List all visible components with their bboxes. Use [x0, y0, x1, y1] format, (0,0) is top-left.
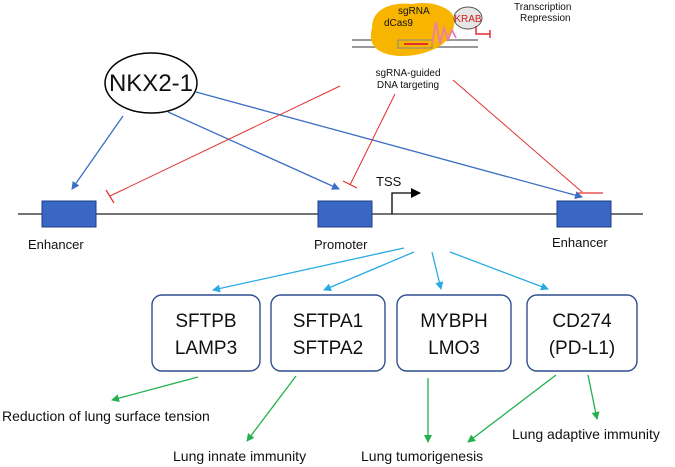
arrow-to-gene-1: [212, 247, 405, 293]
outcome-2: Lung innate immunity: [173, 448, 306, 464]
arrow-regulator-to-promoter: [167, 111, 340, 190]
repress-promoter: [349, 93, 396, 186]
krab-label: KRAB: [454, 14, 482, 25]
outcome-arrows: [111, 374, 600, 443]
regulation-arrows: [212, 247, 549, 293]
gene-box-1: SFTPB LAMP3: [151, 294, 261, 372]
arrow-gene2-to-outcome2: [246, 375, 297, 442]
repress-promoter-bar: [342, 180, 358, 189]
dna-track: Enhancer Promoter Enhancer TSS: [18, 174, 643, 252]
dcas9-label: dCas9: [384, 18, 413, 29]
tss-label: TSS: [376, 174, 402, 189]
krab-repression-mark: [475, 26, 491, 38]
regulator-node: NKX2-1: [104, 52, 198, 114]
gene-box-4-frame: [526, 294, 638, 372]
gene-4-line2: (PD-L1): [549, 338, 616, 359]
gene-box-2: SFTPA1 SFTPA2: [270, 294, 386, 372]
dcas9-protein: [370, 2, 455, 57]
target-genes: SFTPB LAMP3 SFTPA1 SFTPA2 MYBPH LMO3 CD2…: [151, 294, 638, 372]
enhancer-label-2: Enhancer: [552, 235, 608, 250]
gene-3-line2: LMO3: [428, 338, 480, 359]
arrow-to-gene-4: [449, 251, 549, 291]
gene-box-3-frame: [396, 294, 512, 372]
repress-enhancer1-bar: [105, 189, 115, 204]
repress-enhancer1: [109, 85, 341, 197]
activation-arrows: [71, 91, 583, 200]
arrow-regulator-to-enhancer2: [195, 91, 583, 200]
promoter-box: [317, 200, 373, 228]
promoter-label: Promoter: [314, 237, 368, 252]
regulator-ellipse: [104, 52, 198, 114]
gene-box-3: MYBPH LMO3: [396, 294, 512, 372]
gene-1-line1: SFTPB: [175, 311, 236, 332]
repression-line1: Transcription: [514, 2, 571, 13]
targeting-line2: DNA targeting: [377, 80, 439, 91]
gene-box-4: CD274 (PD-L1): [526, 294, 638, 372]
repress-enhancer2: [452, 79, 583, 193]
arrow-gene1-to-outcome1: [111, 376, 199, 403]
repression-lines: [105, 79, 603, 204]
sgrna-strand: [431, 21, 457, 45]
gene-4-line1: CD274: [552, 311, 612, 332]
sgrna-label: sgRNA: [398, 6, 430, 17]
outcome-1: Reduction of lung surface tension: [2, 408, 210, 424]
gene-2-line2: SFTPA2: [293, 338, 363, 359]
arrow-gene4-to-outcome4: [587, 374, 600, 420]
arrow-regulator-to-enhancer1: [71, 115, 124, 190]
arrow-to-gene-2: [323, 251, 415, 291]
krab-domain: [453, 6, 483, 30]
gene-1-line2: LAMP3: [175, 338, 237, 359]
targeting-line1: sgRNA-guided: [375, 68, 440, 79]
gene-box-2-frame: [270, 294, 386, 372]
outcome-3: Lung tumorigenesis: [361, 448, 483, 464]
regulator-label: NKX2-1: [109, 70, 193, 97]
crispri-schematic: sgRNA dCas9 KRAB Transcription Repressio…: [352, 2, 571, 91]
tss-arrow: [391, 188, 421, 214]
gene-box-1-frame: [151, 294, 261, 372]
outcomes: Reduction of lung surface tension Lung i…: [2, 408, 660, 464]
enhancer-box-2: [556, 200, 612, 228]
gene-3-line1: MYBPH: [420, 311, 488, 332]
repression-line2: Repression: [520, 13, 571, 24]
arrow-to-gene-3: [431, 251, 444, 290]
gene-2-line1: SFTPA1: [293, 311, 363, 332]
enhancer-box-1: [41, 200, 97, 228]
enhancer-label-1: Enhancer: [28, 237, 84, 252]
arrow-gene4-to-outcome3: [467, 374, 557, 443]
outcome-4: Lung adaptive immunity: [512, 426, 660, 442]
